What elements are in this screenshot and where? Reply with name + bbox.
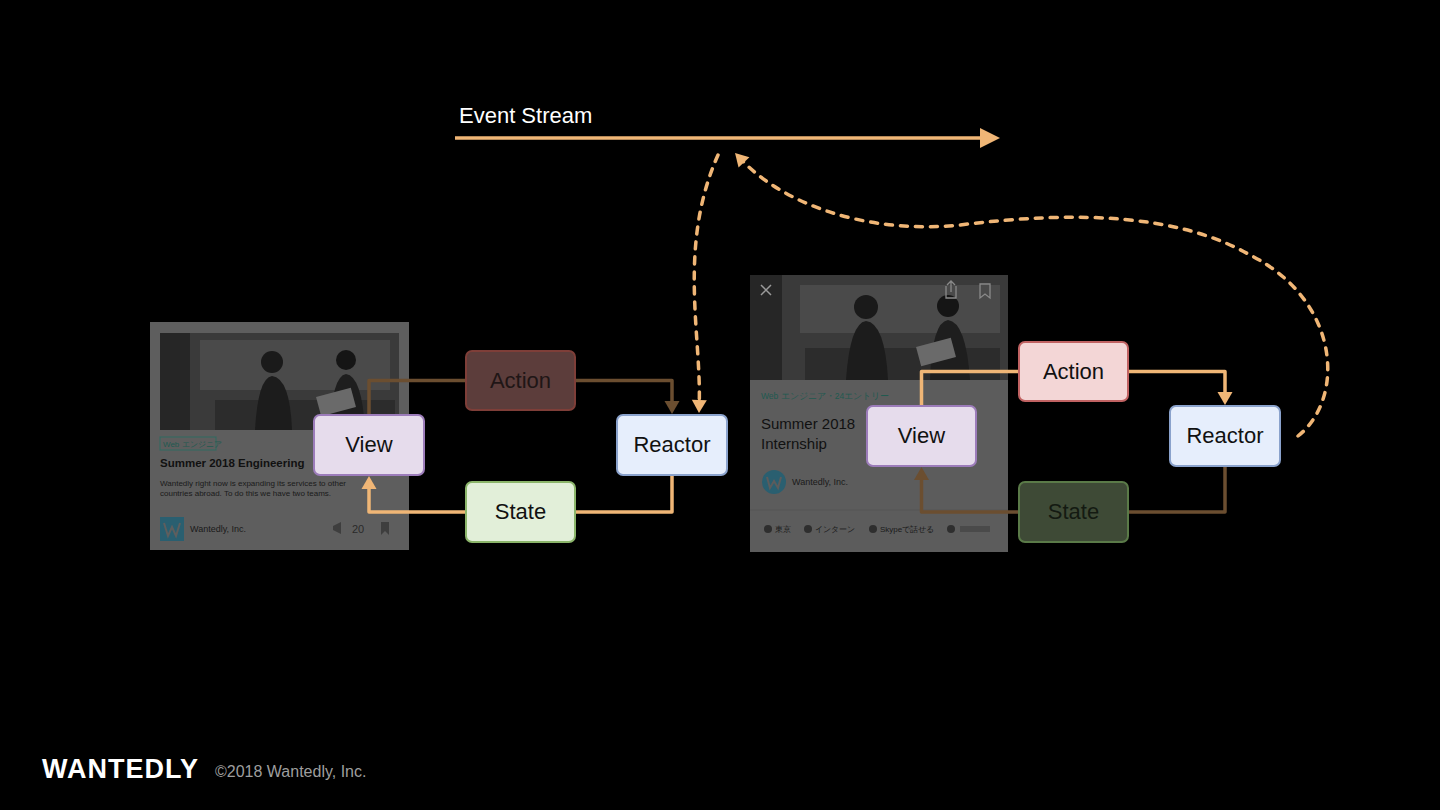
connector [922,478,1019,512]
connector [694,155,718,402]
card-tag-item: 東京 [775,524,791,535]
arrow-head [914,467,929,480]
box-label: View [898,423,945,449]
box-label: Action [1043,359,1104,385]
action-box: Action [1018,341,1129,402]
copyright: ©2018 Wantedly, Inc. [215,763,366,781]
connector [922,372,1019,406]
connector [369,381,465,415]
state-box: State [1018,481,1129,543]
arrow-head [735,153,749,168]
arrow-head [1218,392,1233,405]
flow-line [922,478,1019,512]
connector [1129,372,1225,395]
box-label: Reactor [633,432,710,458]
reactor-box: Reactor [616,414,728,476]
connector [369,487,465,512]
card-tag-item: インターン [815,524,855,535]
card-tag-item: Skypeで話せる [880,524,934,535]
arrow-head [665,401,680,414]
connector [743,161,1328,436]
state-box: State [465,481,576,543]
reactor-box: Reactor [1169,405,1281,467]
dashed-connector [694,155,718,402]
connector [576,476,672,512]
event-stream: Event Stream [455,100,1005,150]
dashed-connector [743,161,1328,436]
flow-line [576,381,672,404]
box-label: State [1048,499,1099,525]
left-card-screenshot [150,322,409,550]
view-box: View [313,414,425,476]
flow-line [922,372,1019,406]
connector [1129,467,1225,512]
box-label: State [495,499,546,525]
connector [576,381,672,404]
flow-line [369,487,465,512]
flow-line [369,381,465,415]
flow-line [576,476,672,512]
flow-line [1129,372,1225,395]
stream-label: Event Stream [459,103,592,129]
card-title: Summer 2018 Internship [761,414,861,455]
card-title: Summer 2018 Engineering [160,457,304,469]
card-tag: Web エンジニア [163,439,222,450]
company-name: Wantedly, Inc. [190,524,246,534]
arrow-head [692,400,707,413]
box-label: View [345,432,392,458]
box-label: Action [490,368,551,394]
action-box: Action [465,350,576,411]
like-count: 20 [352,523,364,535]
company-name: Wantedly, Inc. [792,477,848,487]
arrow-head [362,476,377,489]
flow-line [1129,467,1225,512]
brand-logo: WANTEDLY [42,754,199,785]
card-body: Wantedly right now is expanding its serv… [160,479,365,500]
card-tag: Web エンジニア・24エントリー [761,391,889,403]
box-label: Reactor [1186,423,1263,449]
view-box: View [866,405,977,467]
